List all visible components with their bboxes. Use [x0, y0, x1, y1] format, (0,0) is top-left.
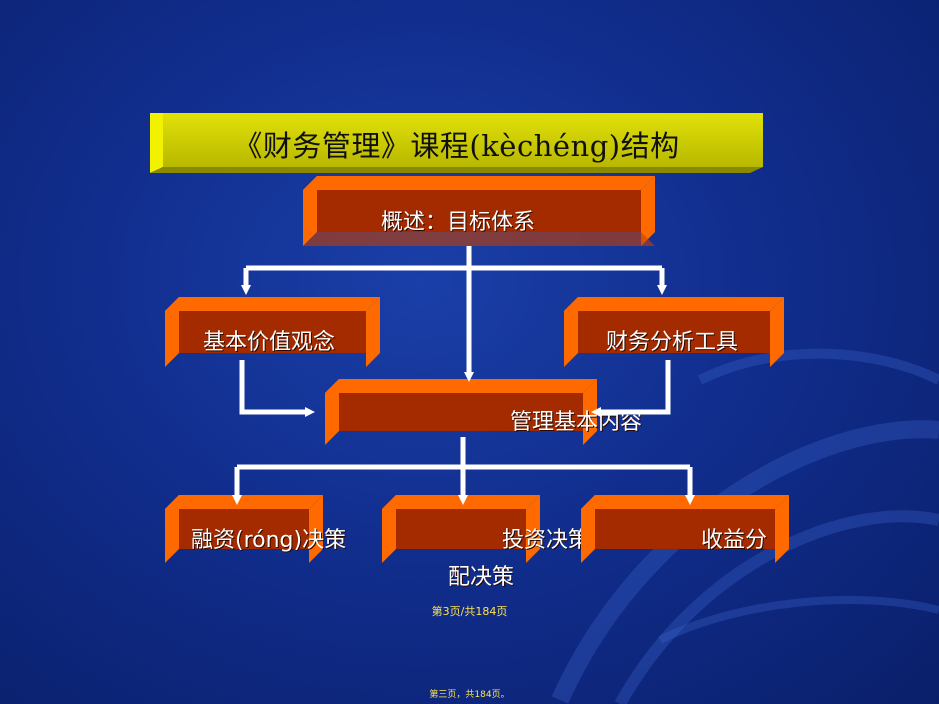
node-investment-label: 投资决策	[502, 528, 591, 553]
title-banner-shape	[150, 107, 763, 173]
node-overview-label: 概述：目标体系	[381, 210, 536, 235]
node-core-content-shape	[325, 379, 597, 445]
node-investment-shape	[382, 495, 540, 563]
node-profit-distribution-shape	[581, 495, 789, 563]
title-banner: 《财务管理》课程(kèchéng)结构	[150, 107, 763, 173]
node-financial-tools-shape	[564, 297, 784, 367]
node-profit-distribution-label: 收益分	[701, 528, 768, 553]
arrow-basic-value-to-core	[239, 360, 315, 417]
node-overview: 概述：目标体系	[303, 176, 655, 246]
node-basic-value-label: 基本价值观念	[203, 330, 336, 355]
node-overview-shape	[303, 176, 655, 246]
node-financing-label: 融资(róng)决策	[191, 528, 347, 553]
page-indicator-small: 第三页，共184页。	[429, 690, 510, 700]
node-financial-tools-label: 财务分析工具	[606, 330, 739, 355]
page-indicator: 第3页/共184页	[431, 605, 508, 618]
node-financing-shape	[165, 495, 323, 563]
node-financial-tools: 财务分析工具	[564, 297, 784, 367]
node-basic-value-shape	[165, 297, 380, 367]
node-profit-distribution: 收益分	[581, 495, 789, 563]
node-profit-distribution-label-continued: 配决策	[448, 565, 515, 590]
arrow-tools-to-core	[591, 360, 671, 417]
node-basic-value: 基本价值观念	[165, 297, 380, 367]
diagram-title: 《财务管理》课程(kèchéng)结构	[233, 129, 680, 163]
node-financing: 融资(róng)决策	[165, 495, 346, 563]
node-investment: 投资决策	[382, 495, 590, 563]
